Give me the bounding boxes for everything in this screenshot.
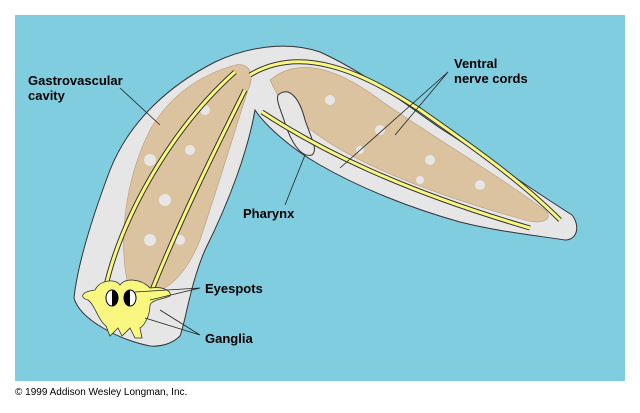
label-gastrovascular-2: cavity — [28, 88, 66, 103]
label-ganglia: Ganglia — [205, 331, 253, 346]
leader-lines — [119, 71, 449, 336]
eyespots — [105, 289, 137, 307]
ganglia — [82, 279, 171, 339]
label-gastrovascular-1: Gastrovascular — [28, 73, 123, 88]
gut-anterior — [123, 64, 252, 291]
label-ventral-1: Ventral — [454, 56, 497, 71]
label-pharynx: Pharynx — [243, 206, 295, 221]
copyright: © 1999 Addison Wesley Longman, Inc. — [15, 387, 188, 398]
label-eyespots: Eyespots — [205, 281, 263, 296]
label-ventral-2: nerve cords — [454, 71, 528, 86]
gut-branches — [144, 95, 485, 246]
ventral-nerve-cords — [102, 59, 562, 296]
